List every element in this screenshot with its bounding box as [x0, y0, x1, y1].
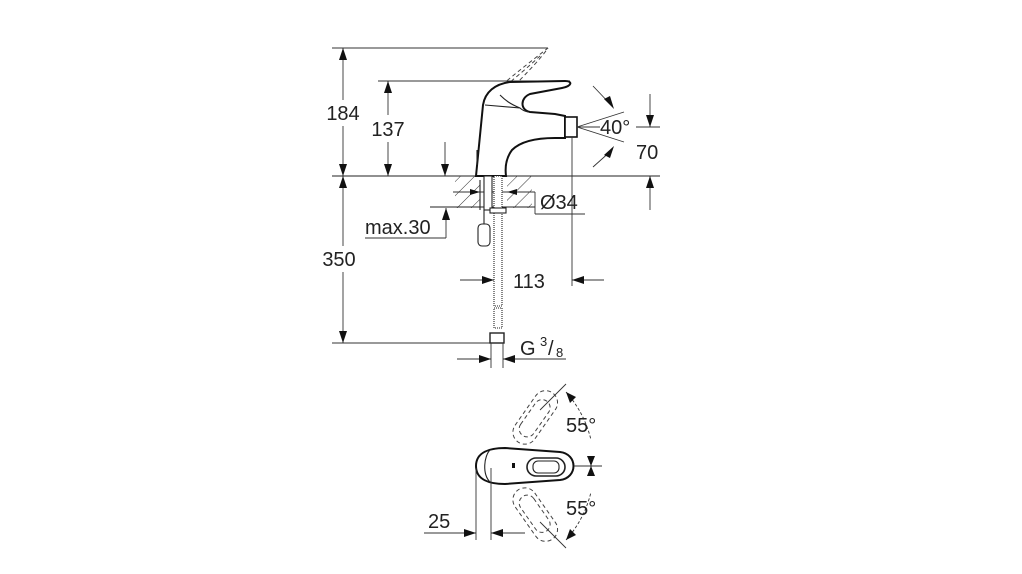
thread-slash: / [548, 338, 554, 360]
thread-numerator-label: 3 [540, 334, 547, 349]
dimension-25-label: 25 [428, 511, 450, 533]
thread-denominator-label: 8 [556, 345, 563, 360]
lever-rotated-upper [512, 390, 559, 445]
shank [483, 175, 493, 211]
dimension-113: 113 [460, 271, 604, 293]
dimension-113-label: 113 [513, 271, 545, 293]
tap-body [474, 79, 572, 177]
lever-rotation-upper-label: 55° [566, 415, 596, 437]
pop-up-weight [477, 223, 491, 247]
hole-diameter-label: Ø34 [540, 192, 578, 214]
dimension-350: 350 [322, 176, 356, 343]
thread-prefix-label: G [520, 338, 536, 360]
dimension-137-label: 137 [371, 119, 404, 141]
dimension-70: 70 [636, 94, 660, 210]
side-view: 184 137 350 [322, 47, 660, 368]
max-deck-thickness-label: max.30 [365, 217, 431, 239]
spray-angle-label: 40° [600, 117, 630, 139]
dimension-350-label: 350 [322, 249, 355, 271]
dimension-70-label: 70 [636, 142, 658, 164]
hose [493, 175, 503, 307]
dimension-137: 137 [371, 81, 405, 176]
lever-rotation-lower-label: 55° [566, 498, 596, 520]
top-view: 55° 55° 25 [424, 383, 602, 549]
lever-rotated-lower [512, 487, 559, 542]
dimension-25: 25 [424, 468, 525, 540]
connection-thread: G 3 / 8 [457, 334, 566, 363]
dimension-184: 184 [326, 48, 360, 176]
spout-nozzle [564, 116, 578, 138]
hose-connector [489, 332, 505, 344]
dimension-184-label: 184 [326, 103, 359, 125]
